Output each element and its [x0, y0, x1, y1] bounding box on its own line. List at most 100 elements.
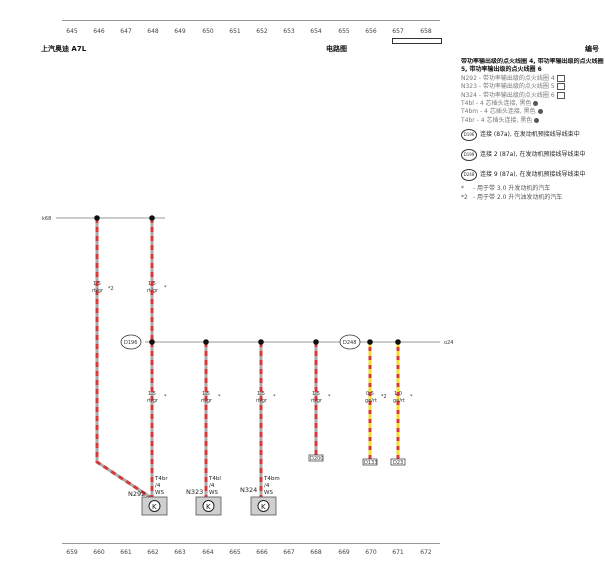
- connector-label: D248: [343, 340, 356, 346]
- component-icon: [556, 74, 565, 82]
- plug-icon: [537, 109, 543, 115]
- wire-note-mark: *2: [108, 286, 114, 292]
- junction-dot: [94, 215, 100, 221]
- ignition-coil-icon: [257, 500, 270, 512]
- ruler-number: 660: [93, 549, 105, 556]
- legend-item: N324 - 带功率输出级的点火线圈 6: [461, 91, 605, 100]
- junction-dot: [149, 215, 155, 221]
- coil-name: N292: [128, 490, 145, 498]
- edge-reference: o24: [444, 340, 453, 346]
- connector-d196-circle: [120, 334, 142, 350]
- bottom-rule: [62, 543, 440, 544]
- coil-symbol: K: [152, 503, 157, 511]
- diagram-title: 电路图: [326, 45, 347, 53]
- ruler-number: 662: [147, 549, 159, 556]
- plug-pin: /4: [209, 483, 215, 489]
- ruler-number: 649: [174, 28, 186, 35]
- top-rule: [62, 20, 440, 21]
- wire-size: 1.5: [257, 391, 265, 397]
- ignition-coil-icon: [148, 500, 161, 512]
- ruler-number: 668: [310, 549, 322, 556]
- wire-color: rt/gr: [92, 288, 104, 294]
- wire-n292-stripe: [95, 218, 151, 499]
- ruler-number: 659: [66, 549, 78, 556]
- terminal-label: D23: [393, 460, 403, 466]
- coil-symbol: K: [261, 503, 266, 511]
- ruler-number: 652: [256, 28, 268, 35]
- legend: 带功率输出级的点火线圈 4, 带功率输出级的点火线圈 5, 带功率输出级的点火线…: [461, 58, 605, 202]
- plug-label: T4bm: [263, 476, 280, 482]
- edge-reference: k68: [42, 216, 51, 222]
- wire-size: 1.5: [202, 391, 210, 397]
- ruler-number: 667: [283, 549, 295, 556]
- ruler-number: 661: [120, 549, 132, 556]
- plug-sub: WS: [209, 490, 218, 496]
- ruler-number: 657: [392, 28, 404, 35]
- junction-dot: [203, 339, 209, 345]
- terminal-label: D200: [310, 456, 323, 462]
- legend-item: N292 - 带功率输出级的点火线圈 4: [461, 74, 605, 83]
- ruler-number: 671: [392, 549, 404, 556]
- ruler-number: 653: [283, 28, 295, 35]
- legend-item: T4br - 4 芯插头连接, 黑色: [461, 117, 605, 125]
- page-number-label: 编号: [585, 45, 599, 53]
- connector-label: D196: [124, 340, 137, 346]
- plug-icon: [533, 101, 539, 107]
- legend-item: N323 - 带功率输出级的点火线圈 5: [461, 83, 605, 91]
- terminal-box: [362, 458, 378, 466]
- wire-size: 0.5: [366, 391, 374, 397]
- legend-note: *2 - 用于带 2.0 升汽油发动机的汽车: [461, 193, 563, 201]
- legend-title: 带功率输出级的点火线圈 4, 带功率输出级的点火线圈 5, 带功率输出级的点火线…: [461, 58, 604, 74]
- wire-size: 1.5: [148, 391, 156, 397]
- wire-note-mark: *: [410, 394, 413, 400]
- wire-size: 1.5: [93, 281, 101, 287]
- plug-label: T4br: [154, 476, 168, 482]
- wire-note-mark: *: [164, 285, 167, 291]
- wire-color: rt/gr: [201, 398, 213, 404]
- junction-dot: [313, 339, 319, 345]
- wire-note-mark: *: [328, 394, 331, 400]
- ruler-number: 654: [310, 28, 322, 35]
- legend-note: * - 用于带 3.0 升发动机的汽车: [461, 185, 551, 193]
- ruler-number: 658: [420, 28, 432, 35]
- ruler-number: 655: [338, 28, 350, 35]
- wire-size: 1.5: [148, 281, 156, 287]
- wire-color: rt/gr: [256, 398, 268, 404]
- connection-circle-icon: D196: [461, 129, 477, 142]
- component-icon: [556, 91, 565, 99]
- ruler-number: 666: [256, 549, 268, 556]
- coil-name: N323: [186, 488, 203, 496]
- ruler-number: 656: [365, 28, 377, 35]
- wire-color: rt/gr: [311, 398, 323, 404]
- ruler-number: 651: [229, 28, 241, 35]
- terminal-label: D133: [364, 460, 377, 466]
- ruler-number: 670: [365, 549, 377, 556]
- wire-color: rt/gr: [147, 288, 159, 294]
- legend-item: T4bl - 4 芯插头连接, 黑色: [461, 100, 605, 108]
- ruler-number: 646: [93, 28, 105, 35]
- terminal-box: [390, 458, 406, 466]
- junction-dot: [395, 339, 401, 345]
- coil-symbol: K: [206, 503, 211, 511]
- wire-note-mark: *: [273, 394, 276, 400]
- ruler-number: 664: [202, 549, 214, 556]
- ruler-bottom: 659 660 661 662 663 664 665 666 667 668 …: [0, 549, 440, 561]
- ruler-number: 647: [120, 28, 132, 35]
- ruler-number: 663: [174, 549, 186, 556]
- plug-sub: WS: [155, 490, 164, 496]
- wire-size: 1.5: [312, 391, 320, 397]
- wire-note-mark: *: [164, 394, 167, 400]
- wire-color: rt/gr: [147, 398, 159, 404]
- plug-label: T4bl: [208, 476, 221, 482]
- ruler-number: 645: [66, 28, 78, 35]
- connection-circle-icon: D199: [461, 149, 477, 162]
- connection-circle-icon: D248: [461, 169, 477, 182]
- ruler-number: 665: [229, 549, 241, 556]
- ruler-number: 672: [420, 549, 432, 556]
- ruler-number: 650: [202, 28, 214, 35]
- wire-n292: [95, 218, 151, 499]
- terminal-box: [308, 454, 324, 462]
- plug-icon: [534, 117, 540, 123]
